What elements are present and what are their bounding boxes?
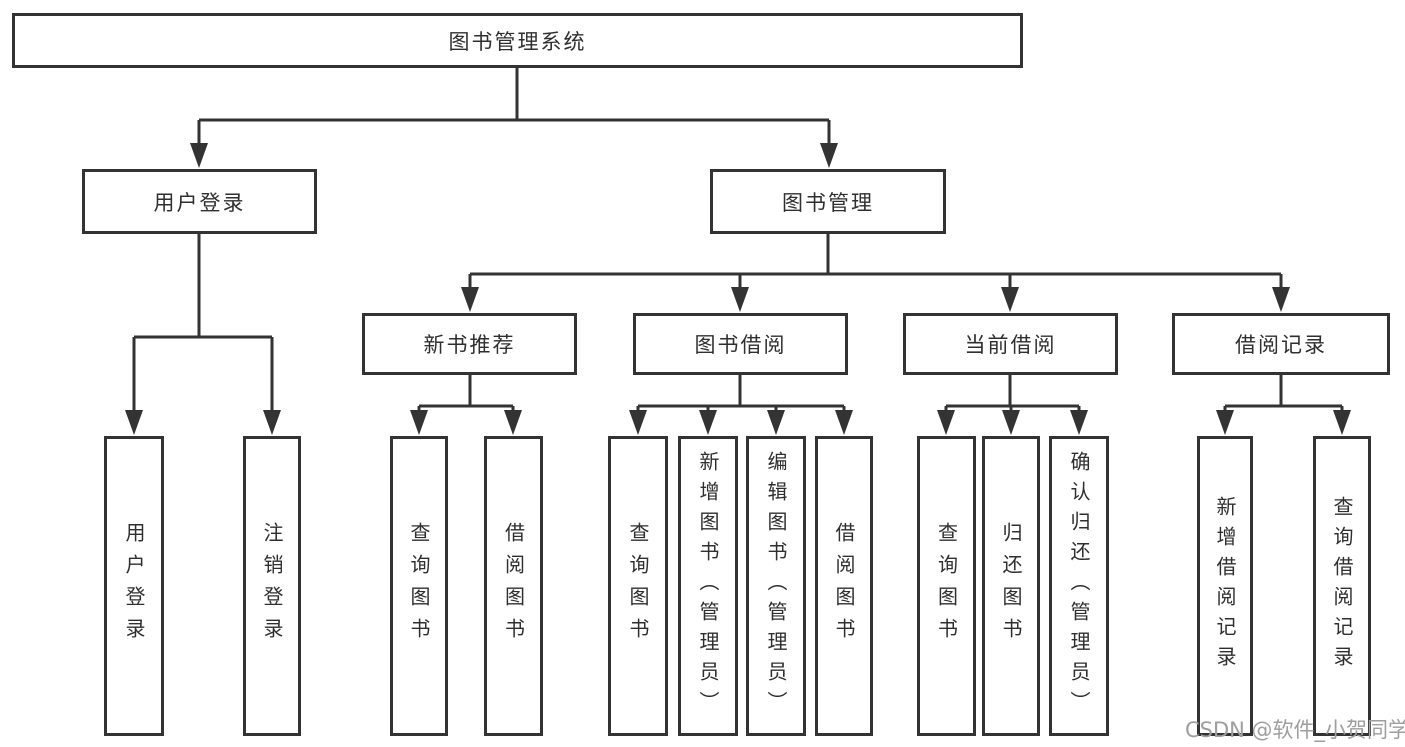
arrowheads bbox=[125, 143, 1351, 435]
leaf-label: 查询图书 bbox=[407, 522, 431, 650]
leaf-query-books-recommend: 查询图书 bbox=[390, 436, 448, 736]
leaf-label: 借阅图书 bbox=[832, 522, 856, 650]
leaf-label: 查询图书 bbox=[934, 522, 959, 650]
leaf-user-login: 用户登录 bbox=[104, 436, 164, 736]
leaf-edit-books-admin: 编辑图书（管理员） bbox=[746, 436, 806, 736]
leaf-confirm-return-admin: 确认归还（管理员） bbox=[1049, 436, 1109, 736]
leaf-return-books: 归还图书 bbox=[982, 436, 1040, 736]
leaf-label: 查询图书 bbox=[626, 522, 650, 650]
node-new-book-recommend: 新书推荐 bbox=[362, 313, 577, 375]
leaf-label: 确认归还（管理员） bbox=[1067, 451, 1091, 721]
csdn-watermark: CSDN @软件_小贺同学 bbox=[1185, 718, 1405, 742]
leaf-label: 归还图书 bbox=[999, 522, 1023, 650]
node-borrow-record: 借阅记录 bbox=[1172, 313, 1390, 375]
leaf-query-books-borrow: 查询图书 bbox=[608, 436, 668, 736]
leaf-label: 借阅图书 bbox=[501, 522, 526, 650]
leaf-label: 新增借阅记录 bbox=[1213, 496, 1237, 676]
leaf-borrow-books: 借阅图书 bbox=[815, 436, 873, 736]
node-book-borrow: 图书借阅 bbox=[633, 313, 848, 375]
node-current-borrow: 当前借阅 bbox=[903, 313, 1118, 375]
leaf-query-borrow-record: 查询借阅记录 bbox=[1313, 436, 1371, 736]
leaf-label: 注销登录 bbox=[260, 522, 284, 650]
node-root-library-system: 图书管理系统 bbox=[12, 13, 1023, 68]
leaf-label: 编辑图书（管理员） bbox=[764, 451, 788, 721]
leaf-label: 用户登录 bbox=[122, 522, 146, 650]
leaf-label: 新增图书（管理员） bbox=[696, 451, 720, 721]
leaf-label: 查询借阅记录 bbox=[1330, 496, 1354, 676]
leaf-add-borrow-record: 新增借阅记录 bbox=[1197, 436, 1253, 736]
node-book-management: 图书管理 bbox=[710, 169, 946, 234]
leaf-logout: 注销登录 bbox=[243, 436, 301, 736]
leaf-add-books-admin: 新增图书（管理员） bbox=[678, 436, 738, 736]
leaf-query-books-current: 查询图书 bbox=[917, 436, 976, 736]
node-user-login: 用户登录 bbox=[82, 169, 317, 234]
leaf-borrow-books-recommend: 借阅图书 bbox=[484, 436, 543, 736]
